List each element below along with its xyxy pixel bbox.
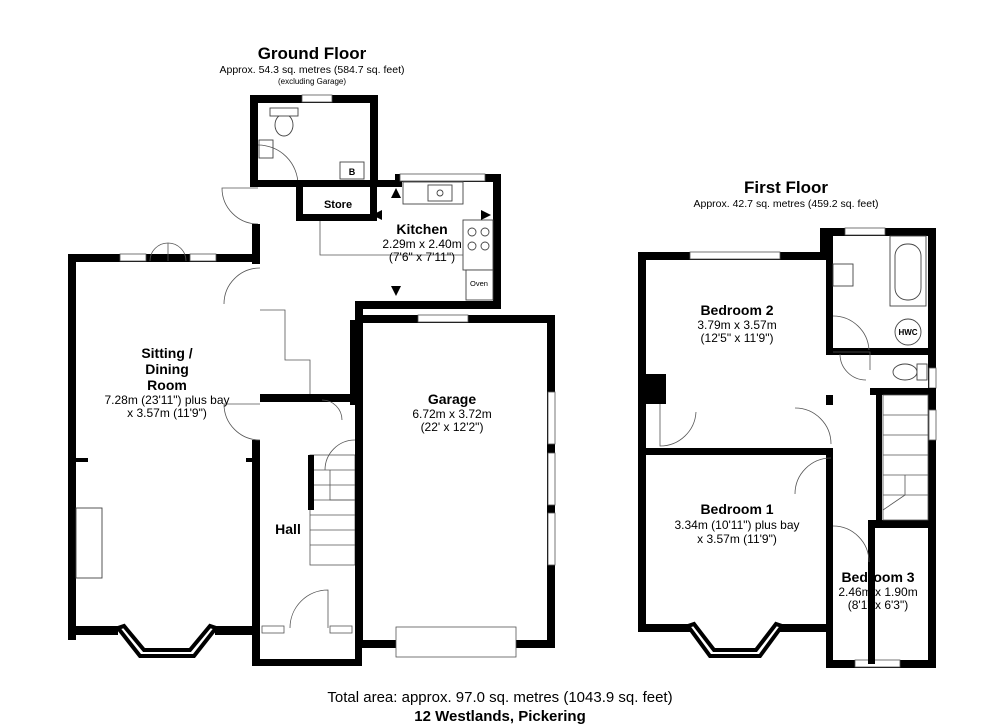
- sitting-room-walls: [68, 242, 260, 640]
- bedroom3-dim-imperial: (8'1" x 6'3"): [848, 598, 908, 612]
- hwc-label: HWC: [898, 328, 917, 337]
- wc-window-ff: [928, 367, 937, 389]
- ground-floor-area: Approx. 54.3 sq. metres (584.7 sq. feet): [219, 64, 404, 76]
- property-address: 12 Westlands, Pickering: [414, 708, 585, 725]
- garage-dim-metric: 6.72m x 3.72m: [412, 407, 491, 421]
- wc-window: [301, 94, 333, 103]
- bedroom3-name: Bedroom 3: [841, 569, 914, 585]
- total-area: Total area: approx. 97.0 sq. metres (104…: [327, 689, 672, 706]
- garage-window-side-2: [547, 452, 556, 506]
- bedroom2-dim-imperial: (12'5" x 11'9"): [701, 331, 774, 345]
- garage-window-top: [417, 314, 469, 323]
- sitting-name-2: Dining: [145, 361, 189, 377]
- garage-window-side-3: [547, 512, 556, 566]
- sitting-name-3: Room: [147, 377, 187, 393]
- garage-door: [395, 626, 517, 658]
- garage-window-side-1: [547, 391, 556, 445]
- kitchen-walls: [355, 173, 501, 323]
- sitting-window-1: [119, 253, 147, 262]
- kitchen-arrow-up: [391, 188, 401, 198]
- bedroom1-bay: [684, 621, 786, 658]
- bedroom3-window: [854, 659, 901, 668]
- fireplace: [75, 507, 103, 579]
- hall-label: Hall: [275, 521, 301, 537]
- kitchen-arrow-down: [391, 286, 401, 296]
- boiler-label: B: [349, 167, 356, 177]
- kitchen-arrow-right: [481, 210, 491, 220]
- hwc-icon: [894, 318, 922, 346]
- bedroom2-name: Bedroom 2: [700, 302, 773, 318]
- sitting-name-1: Sitting /: [141, 345, 192, 361]
- sitting-dim-2: x 3.57m (11'9"): [127, 406, 207, 420]
- ground-floor-title: Ground Floor: [258, 44, 367, 63]
- bedroom1-dim-imperial: x 3.57m (11'9"): [697, 532, 777, 546]
- oven-box: [465, 269, 494, 301]
- sitting-window-2: [189, 253, 217, 262]
- oven-label: Oven: [470, 279, 488, 288]
- ground-floor-plan: Ground Floor Approx. 54.3 sq. metres (58…: [68, 44, 556, 666]
- sitting-dim-1: 7.28m (23'11") plus bay: [104, 393, 229, 407]
- hall-window-1: [261, 625, 285, 634]
- hall-window-2: [329, 625, 353, 634]
- garage-name: Garage: [428, 391, 476, 407]
- garage-dim-imperial: (22' x 12'2"): [421, 420, 484, 434]
- kitchen-dim-metric: 2.29m x 2.40m: [382, 237, 461, 251]
- kitchen-dim-imperial: (7'6" x 7'11"): [389, 250, 455, 264]
- toilet-ff-icon: [892, 363, 918, 381]
- bedroom1-name: Bedroom 1: [700, 501, 773, 517]
- bedroom1-dim-metric: 3.34m (10'11") plus bay: [674, 518, 799, 532]
- garage-walls: [355, 314, 556, 658]
- boiler-box: [339, 161, 365, 180]
- kitchen-arrow-left: [372, 210, 382, 220]
- sitting-bay: [114, 623, 220, 658]
- bedroom2-dim-metric: 3.79m x 3.57m: [697, 318, 776, 332]
- first-floor-area: Approx. 42.7 sq. metres (459.2 sq. feet): [693, 198, 878, 210]
- kitchen-name: Kitchen: [396, 221, 447, 237]
- wc-walls: [250, 94, 378, 187]
- bathroom-window: [844, 227, 886, 236]
- bedroom2-window: [689, 251, 781, 260]
- wc-toilet-icon: [274, 113, 294, 137]
- first-floor-plan: First Floor Approx. 42.7 sq. metres (459…: [638, 178, 937, 668]
- kitchen-window: [399, 173, 486, 182]
- ground-floor-note: (excluding Garage): [278, 77, 346, 86]
- basin-ff-icon: [832, 263, 854, 287]
- landing-window: [928, 409, 937, 441]
- store-label: Store: [324, 199, 352, 211]
- first-floor-title: First Floor: [744, 178, 828, 197]
- wc-basin-icon: [258, 139, 274, 159]
- bedroom3-dim-metric: 2.46m x 1.90m: [838, 585, 917, 599]
